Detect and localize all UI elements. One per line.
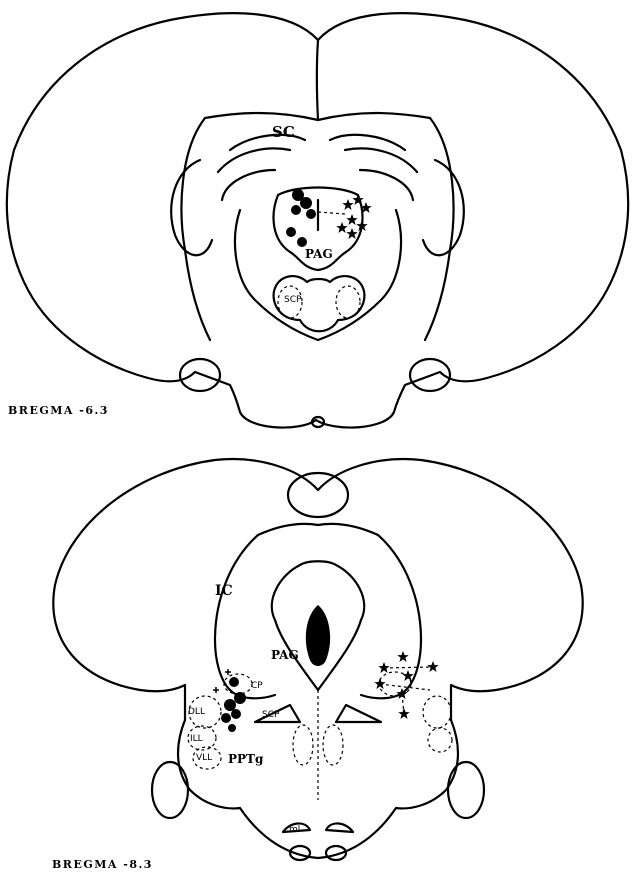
filled-circle-marker [297,237,307,247]
left-ic-border [215,535,258,690]
caption-bregma-8-3: BREGMA -8.3 [52,858,153,871]
left-cortex-border [182,118,210,340]
label-ill: ILL [190,734,203,744]
label-ml: ml [289,825,300,835]
label-pag-lower: PAG [271,648,299,662]
star-marker [342,199,353,210]
star-marker [346,214,357,225]
cross-marker [213,687,219,693]
filled-circle-marker [291,205,301,215]
star-marker [336,222,347,233]
filled-circle-marker [234,692,246,704]
filled-circle-marker [228,724,236,732]
scp-lower-right [336,705,381,722]
ml-right [326,823,353,832]
hippo-arc-right-3 [360,170,413,200]
star-marker [352,194,363,205]
left-lateral-lobe [171,160,212,255]
section-bregma-6-3: SC PAG SCP BREGMA -6.3 [7,13,628,427]
ic-top [258,524,378,535]
filled-circle-marker [306,209,316,219]
star-markers-top [336,194,371,239]
star-markers-bottom [374,651,438,719]
aqueduct-lower [306,605,330,666]
filled-circle-marker [229,677,239,687]
label-sc: SC [272,123,295,141]
hippo-arc-left-2 [218,148,290,172]
ic-cap [288,473,348,517]
filled-circle-marker [286,227,296,237]
star-marker [397,651,408,662]
label-scp: SCP [284,295,302,305]
filled-circle-marker [231,709,241,719]
label-cp: CP [251,681,263,691]
label-pptg: PPTg [228,752,264,766]
filled-circle-marker [221,713,231,723]
left-flocculus [152,762,188,818]
dot-markers-bottom [221,677,246,732]
filled-circle-marker [224,699,236,711]
filled-circle-marker [300,197,312,209]
dot-markers-top [286,189,316,247]
star-marker [427,661,438,672]
label-vll: VLL [196,753,212,763]
label-ic: IC [215,583,233,599]
right-flocculus [448,762,484,818]
label-pag: PAG [305,247,333,261]
dashed-connector [318,212,345,214]
label-scp-lower: SCP [262,710,280,720]
right-lateral-lobe [423,160,464,255]
label-dll: DLL [188,707,205,717]
star-marker [346,228,357,239]
star-marker [402,670,413,681]
midline [317,40,318,120]
right-cortex-border [425,118,453,340]
cross-marker [225,669,231,675]
hippo-arc-right-2 [345,148,417,172]
section-bregma-8-3: IC PAG CP SCP DLL ILL VLL PPTg ml BREGMA… [52,459,583,871]
caption-bregma-6-3: BREGMA -6.3 [8,404,109,417]
right-ill-region [428,728,452,752]
star-marker [374,678,385,689]
right-dll-region [423,696,451,728]
hippo-arc-left-3 [222,170,275,200]
central-dashed-left [293,725,313,765]
central-dashed-right [323,725,343,765]
